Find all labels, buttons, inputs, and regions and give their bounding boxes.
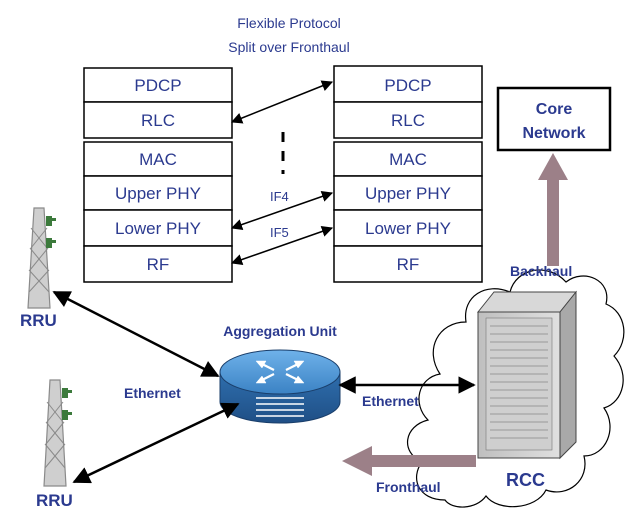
fronthaul-label: Fronthaul	[376, 479, 441, 495]
pdcp-split-arrow	[230, 80, 334, 124]
title-line-2: Split over Fronthaul	[228, 39, 349, 55]
left-layer-rf: RF	[83, 245, 233, 283]
aggregation-unit-label: Aggregation Unit	[223, 323, 337, 339]
if4-label: IF4	[270, 189, 289, 204]
left-protocol-stack: PDCP RLC MAC Upper PHY Lower PHY RF	[83, 67, 233, 283]
rru-tower-bottom	[43, 379, 72, 487]
rru-tower-top	[27, 207, 56, 309]
rcc-server	[476, 290, 578, 460]
if5-label: IF5	[270, 225, 289, 240]
rcc-label: RCC	[506, 470, 545, 490]
left-layer-label: Upper PHY	[115, 184, 201, 203]
rru-top-router-link	[52, 290, 220, 378]
rru-bottom-router-link	[72, 402, 240, 484]
if5-split-arrow	[230, 226, 334, 265]
right-layer-rlc: RLC	[333, 101, 483, 139]
backhaul-arrow	[538, 153, 568, 266]
backhaul-label: Backhaul	[510, 263, 572, 279]
right-layer-label: PDCP	[384, 76, 431, 95]
rru-bottom-label: RRU	[36, 491, 73, 510]
right-layer-upper-phy: Upper PHY	[333, 175, 483, 211]
title-line-1: Flexible Protocol	[237, 15, 341, 31]
right-layer-label: RF	[397, 255, 420, 274]
aggregation-router	[219, 349, 341, 424]
core-network-line-2: Network	[522, 125, 585, 142]
left-layer-label: PDCP	[134, 76, 181, 95]
left-layer-label: Lower PHY	[115, 219, 201, 238]
left-layer-label: RF	[147, 255, 170, 274]
right-layer-mac: MAC	[333, 141, 483, 177]
fronthaul-arrow	[342, 446, 476, 476]
right-layer-pdcp: PDCP	[333, 65, 483, 103]
router-stripes	[256, 397, 304, 417]
left-layer-pdcp: PDCP	[83, 67, 233, 103]
right-layer-label: MAC	[389, 150, 427, 169]
left-layer-mac: MAC	[83, 141, 233, 177]
ethernet-right-label: Ethernet	[362, 393, 419, 409]
router-arrows-icon	[255, 360, 305, 384]
core-network-line-1: Core	[536, 101, 573, 118]
right-layer-label: RLC	[391, 111, 425, 130]
rru-top-label: RRU	[20, 311, 57, 330]
ethernet-left-label: Ethernet	[124, 385, 181, 401]
server-slots	[490, 325, 548, 439]
right-protocol-stack: PDCP RLC MAC Upper PHY Lower PHY RF	[333, 65, 483, 283]
right-layer-label: Lower PHY	[365, 219, 451, 238]
left-layer-label: MAC	[139, 150, 177, 169]
if4-split-arrow	[230, 191, 334, 230]
core-network-box: Core Network	[496, 86, 612, 152]
left-layer-upper-phy: Upper PHY	[83, 175, 233, 211]
right-layer-lower-phy: Lower PHY	[333, 209, 483, 247]
left-layer-lower-phy: Lower PHY	[83, 209, 233, 247]
right-layer-label: Upper PHY	[365, 184, 451, 203]
right-layer-rf: RF	[333, 245, 483, 283]
left-layer-rlc: RLC	[83, 101, 233, 139]
left-layer-label: RLC	[141, 111, 175, 130]
